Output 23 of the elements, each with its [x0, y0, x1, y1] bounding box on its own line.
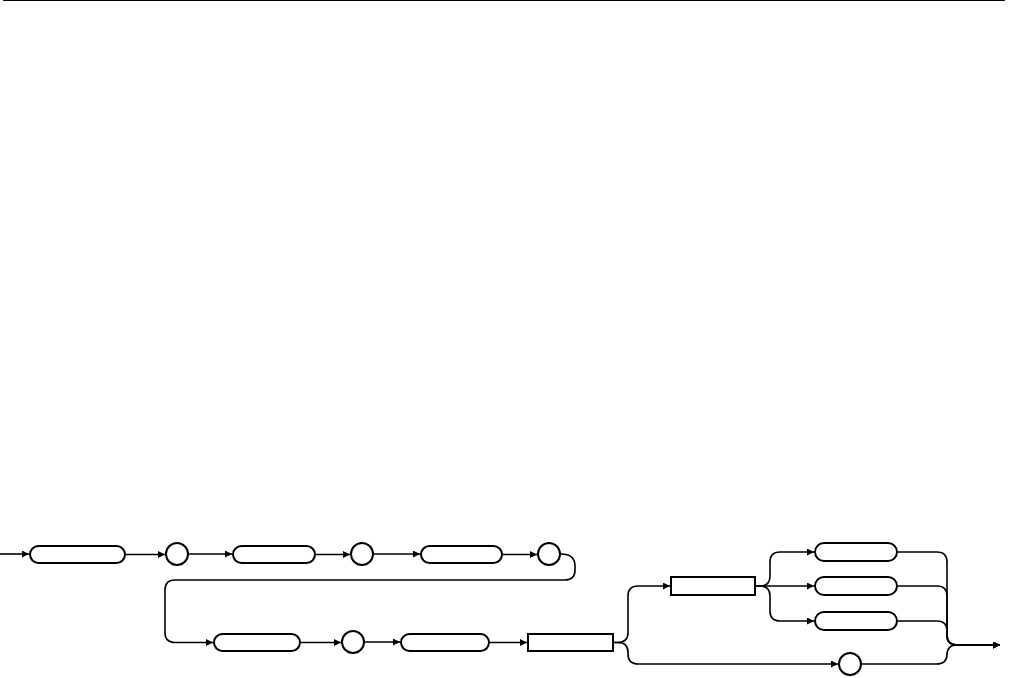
rounded-box [29, 545, 126, 564]
arrow [755, 585, 815, 625]
arrow [489, 639, 528, 646]
rounded-box [400, 633, 490, 652]
arrow [300, 639, 342, 646]
rounded-box [814, 576, 898, 596]
arrow [364, 638, 401, 646]
rectangle-box [527, 633, 614, 652]
rounded-box [420, 545, 503, 564]
arrow [164, 553, 576, 646]
rounded-box [814, 611, 898, 631]
rounded-box [814, 542, 898, 562]
arrow [188, 550, 233, 558]
arrow [315, 551, 351, 558]
arrow [125, 551, 166, 558]
arrow [373, 550, 421, 558]
arrow [0, 550, 30, 558]
rounded-box [232, 545, 316, 564]
rounded-box [213, 633, 301, 652]
rectangle-box [670, 576, 756, 596]
arrow [613, 641, 839, 668]
arrow [502, 551, 538, 558]
arrow [861, 641, 1001, 665]
